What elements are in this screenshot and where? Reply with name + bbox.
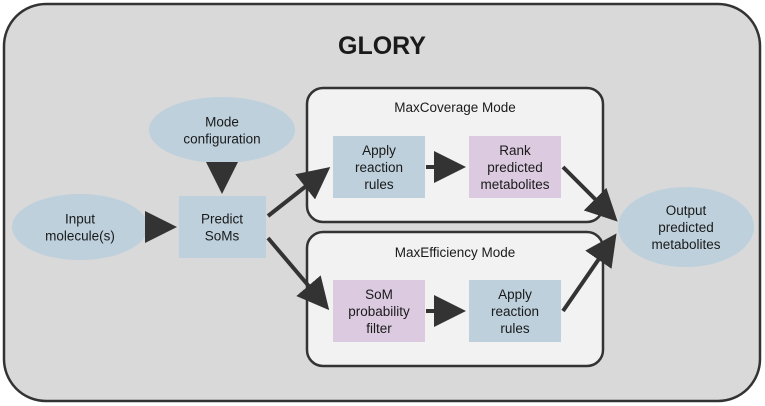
arrow-apply-to-output bbox=[561, 233, 617, 313]
mode-configuration-label: Mode configuration bbox=[183, 115, 260, 147]
maxefficiency-apply-rules-box bbox=[469, 280, 561, 342]
input-molecules-label: Input molecule(s) bbox=[45, 212, 115, 244]
node-label-line: probability bbox=[348, 304, 410, 319]
maxcoverage-mode-label: MaxCoverage Mode bbox=[394, 100, 516, 115]
node-label-line: Apply bbox=[498, 287, 532, 302]
mode-configuration-node bbox=[149, 97, 295, 163]
maxcoverage-apply-rules-label: Apply reaction rules bbox=[355, 143, 403, 192]
maxefficiency-filter-box bbox=[333, 280, 425, 342]
node-label-line: predicted bbox=[658, 220, 714, 235]
node-label-line: Apply bbox=[362, 143, 396, 158]
node-label-line: configuration bbox=[183, 132, 260, 147]
node-label-line: SoM bbox=[365, 287, 393, 302]
node-label-line: filter bbox=[366, 321, 392, 336]
output-metabolites-label: Output predicted metabolites bbox=[651, 203, 720, 252]
node-label-line: molecule(s) bbox=[45, 229, 115, 244]
node-label-line: Mode bbox=[205, 115, 239, 130]
maxcoverage-apply-rules-box bbox=[333, 136, 425, 198]
maxefficiency-mode-label: MaxEfficiency Mode bbox=[395, 245, 516, 260]
diagram-title: GLORY bbox=[338, 32, 426, 60]
node-label-line: reaction bbox=[355, 160, 403, 175]
maxcoverage-rank-label: Rank predicted metabolites bbox=[480, 143, 549, 192]
maxcoverage-rank-box bbox=[469, 136, 561, 198]
maxefficiency-apply-rules-label: Apply reaction rules bbox=[491, 287, 539, 336]
node-label-line: rules bbox=[364, 177, 394, 192]
maxefficiency-filter-label: SoM probability filter bbox=[348, 287, 410, 336]
node-label-line: Rank bbox=[499, 143, 531, 158]
arrow-predict-to-maxcoverage bbox=[266, 167, 331, 218]
node-label-line: Input bbox=[65, 212, 95, 227]
predict-soms-box bbox=[179, 196, 266, 258]
node-label-line: predicted bbox=[487, 160, 543, 175]
node-label-line: Output bbox=[666, 203, 707, 218]
node-label-line: metabolites bbox=[480, 177, 549, 192]
node-label-line: metabolites bbox=[651, 237, 720, 252]
node-label-line: SoMs bbox=[205, 229, 240, 244]
node-label-line: reaction bbox=[491, 304, 539, 319]
arrow-rank-to-output bbox=[561, 165, 618, 222]
input-molecules-node bbox=[12, 194, 148, 260]
output-metabolites-node bbox=[618, 187, 754, 267]
node-label-line: Predict bbox=[201, 212, 243, 227]
arrow-predict-to-maxefficiency bbox=[266, 236, 330, 311]
node-label-line: rules bbox=[500, 321, 530, 336]
